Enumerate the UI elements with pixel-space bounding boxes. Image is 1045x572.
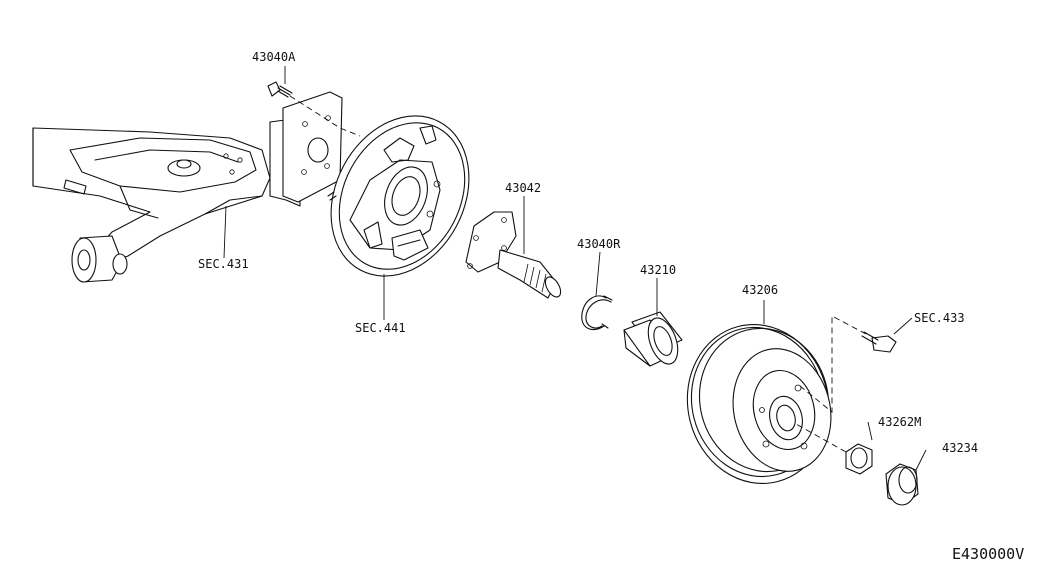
bolt-43040a — [267, 81, 361, 137]
label-axle-sec431: SEC.431 — [198, 257, 249, 271]
diagram-code: E430000V — [952, 545, 1024, 563]
hub-bolt — [799, 315, 897, 413]
label-hub-bolt-sec433: SEC.433 — [914, 311, 965, 325]
label-bearing-43210: 43210 — [640, 263, 676, 277]
label-backplate-sec441: SEC.441 — [355, 321, 406, 335]
label-spindle-43042: 43042 — [505, 181, 541, 195]
grease-cap-43234 — [885, 463, 919, 506]
label-bolt-43040a: 43040A — [252, 50, 296, 64]
rear-axle-beam — [32, 91, 343, 283]
label-drum-43206: 43206 — [742, 283, 778, 297]
brake-backing-plate — [327, 115, 470, 277]
wheel-bearing-43210 — [623, 311, 683, 367]
hub-nut-43262m — [795, 423, 873, 475]
spindle-43042 — [465, 211, 562, 299]
snap-ring-43040r — [581, 295, 613, 331]
label-snap-ring-43040r: 43040R — [577, 237, 621, 251]
leader-lines — [223, 66, 927, 471]
brake-drum-43206 — [686, 324, 832, 484]
label-cap-43234: 43234 — [942, 441, 978, 455]
label-nut-43262m: 43262M — [878, 415, 921, 429]
